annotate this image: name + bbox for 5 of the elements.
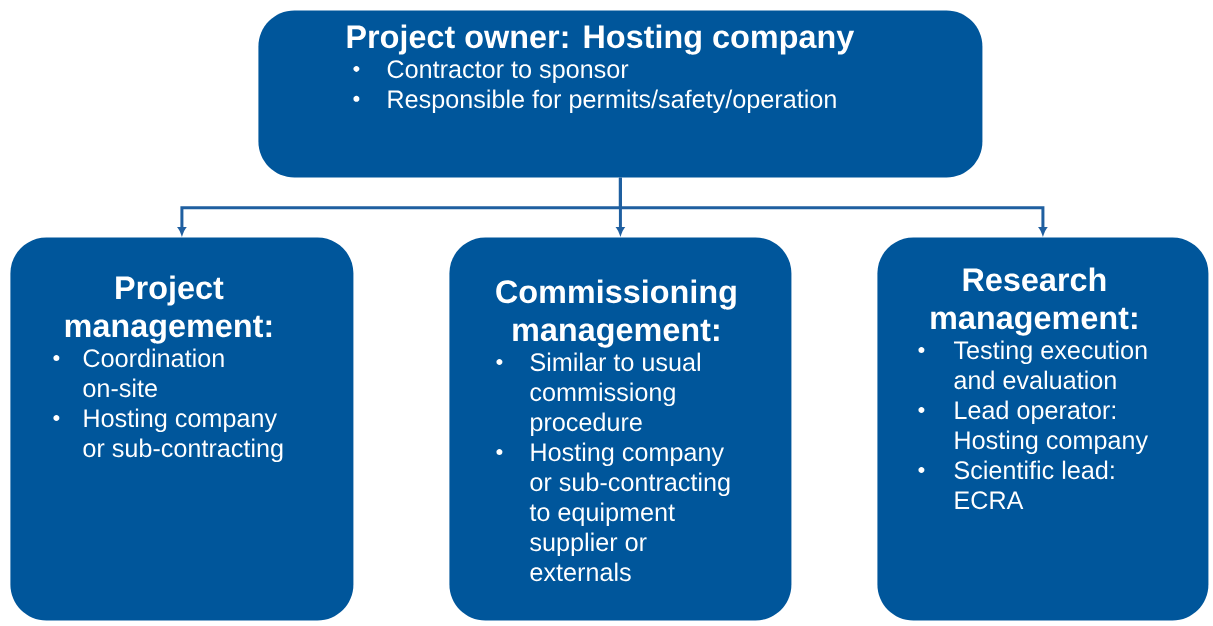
- process-box: Project owner: Hosting company Contractor to sponsor Responsible for permits/safety/operation: [258, 10, 983, 178]
- process-box: Research management: Testing execution and evaluation Lead operator: Hosting company Scientific lead: ECRA: [877, 237, 1209, 621]
- process-box: Commissioning management: Similar to usual commissiong procedure Hosting company or sub-contracting to equipment supplier or externals: [449, 237, 792, 621]
- arrow: [618, 177, 1047, 235]
- process-box: Project management: Coordination on-site Hosting company or sub-contracting: [10, 237, 354, 621]
